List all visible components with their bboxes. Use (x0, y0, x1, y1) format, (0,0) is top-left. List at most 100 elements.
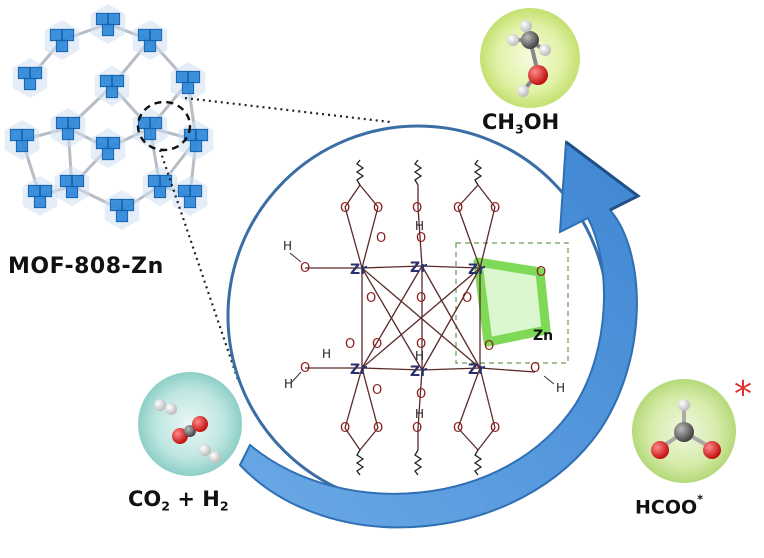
hydrogen-atom-icon (520, 20, 532, 32)
zr-cluster-polyhedron (55, 116, 69, 130)
oxygen-atom-icon (172, 428, 188, 444)
zr-cluster-polyhedron (9, 128, 23, 142)
adsorbed-star-mark: * (734, 374, 752, 415)
h-atom: H (284, 377, 293, 391)
o-atom: O (345, 337, 355, 352)
hydrogen-atoms: H H H H H H H (283, 219, 565, 421)
o-atom: O (373, 421, 383, 436)
zr-cluster-polyhedron (65, 185, 79, 199)
hydrogen-atom-icon (199, 444, 211, 456)
zr-cluster-polyhedron (49, 28, 63, 42)
oxygen-atom-icon (528, 65, 548, 85)
o-atom: O (412, 201, 422, 216)
zr-cluster-polyhedron (187, 70, 201, 84)
zr-cluster-polyhedron (177, 184, 191, 198)
zr-cluster-polyhedron (181, 81, 195, 95)
hydrogen-atom-icon (517, 85, 529, 97)
ch3oh-product-bubble (480, 8, 580, 108)
zr-cluster-polyhedron (59, 174, 73, 188)
ch3oh-subscript: 3 (515, 121, 524, 137)
zr-cluster-polyhedron (153, 185, 167, 199)
zoom-circle (136, 100, 192, 152)
co2-tail: + H (170, 487, 220, 511)
h-atom: H (415, 407, 424, 421)
h-atom: H (322, 347, 331, 361)
o-atom: O (376, 231, 386, 246)
zr-cluster-polyhedron (61, 28, 75, 42)
hydrogen-atom-icon (165, 403, 177, 415)
o-atom: O (340, 201, 350, 216)
zr-cluster-polyhedron (143, 39, 157, 53)
carbon-atom-icon (674, 422, 694, 442)
o-atom: O (412, 421, 422, 436)
zr-cluster-polyhedron (143, 127, 157, 141)
o-atom: O (340, 421, 350, 436)
zr-cluster-polyhedron (189, 184, 203, 198)
zn-site-highlight (473, 257, 551, 347)
o-atom: O (484, 339, 494, 354)
zr-cluster-polyhedron (111, 74, 125, 88)
zr-cluster-polyhedron (61, 127, 75, 141)
o-atom: O (416, 291, 426, 306)
h2-subscript: 2 (219, 498, 229, 514)
h-atom: H (415, 349, 424, 363)
zr-cluster-polyhedron (107, 12, 121, 26)
co2-h2-reactant-bubble (138, 372, 242, 476)
zr-cluster-polyhedron (105, 85, 119, 99)
zr-cluster-polyhedron (71, 174, 85, 188)
ch3oh-main: CH (482, 110, 515, 134)
ch3oh-tail: OH (523, 110, 560, 134)
hydrogen-atom-icon (678, 399, 690, 411)
co2-h2-label: CO2 + H2 (128, 487, 229, 513)
bonds (305, 184, 536, 451)
zr-atom-2: Zr (410, 260, 427, 276)
co2-main: CO (128, 487, 162, 511)
hydrogen-atom-icon (539, 44, 551, 56)
zr-cluster-polyhedron (23, 77, 37, 91)
h-atom: H (415, 219, 424, 233)
zr-cluster-polyhedron (109, 198, 123, 212)
oxygen-atom-icon (651, 441, 669, 459)
zr-cluster-polyhedron (99, 74, 113, 88)
zr-cluster-polyhedron (101, 23, 115, 37)
zn-atom: Zn (533, 328, 553, 344)
zoom-lines (158, 96, 391, 381)
o-atom: O (416, 231, 426, 246)
zr-cluster-polyhedron (55, 39, 69, 53)
h-atom: H (556, 381, 565, 395)
zn-site-highlight-box (455, 242, 569, 364)
ch3oh-label: CH3OH (482, 110, 559, 136)
zr-atom-3: Zr (468, 262, 485, 278)
zr-cluster-polyhedron (95, 12, 109, 26)
zr-cluster-polyhedron (33, 195, 47, 209)
zr-cluster-polyhedron (149, 116, 163, 130)
hcoo-superscript: * (697, 492, 704, 506)
oxygen-atom-icon (703, 441, 721, 459)
zr-cluster-polyhedron (67, 116, 81, 130)
zr-cluster-polyhedron (183, 195, 197, 209)
zr-cluster-polyhedron (137, 28, 151, 42)
zr-cluster-polyhedron (39, 184, 53, 198)
co2-subscript: 2 (161, 498, 171, 514)
mof-crystal-structure (4, 4, 214, 230)
zr-cluster-polyhedron (149, 28, 163, 42)
mof-808-zn-label: MOF-808-Zn (8, 254, 164, 279)
o-atom: O (490, 421, 500, 436)
zr-cluster-structure: Zr Zr Zr Zr Zr Zr Zn O O O O O O O O O O… (283, 159, 569, 476)
zr-cluster-polyhedron (195, 128, 209, 142)
o-atom: O (300, 361, 310, 376)
zr-cluster-polyhedron (159, 174, 173, 188)
zr-cluster-polyhedron (121, 198, 135, 212)
zr-cluster-polyhedron (101, 147, 115, 161)
h-atom: H (283, 239, 292, 253)
zr-cluster-polyhedron (95, 136, 109, 150)
hydrogen-atom-icon (507, 34, 519, 46)
zr-atom-6: Zr (468, 362, 485, 378)
hcoo-label: HCOO* (635, 492, 703, 518)
oxygen-atoms: O O O O O O O O O O O O O O O O O O O O … (300, 201, 546, 436)
zr-atom-5: Zr (410, 364, 427, 380)
cycle-arrow-shadow (565, 140, 641, 212)
zr-atom-1: Zr (350, 262, 367, 278)
o-atom: O (416, 337, 426, 352)
